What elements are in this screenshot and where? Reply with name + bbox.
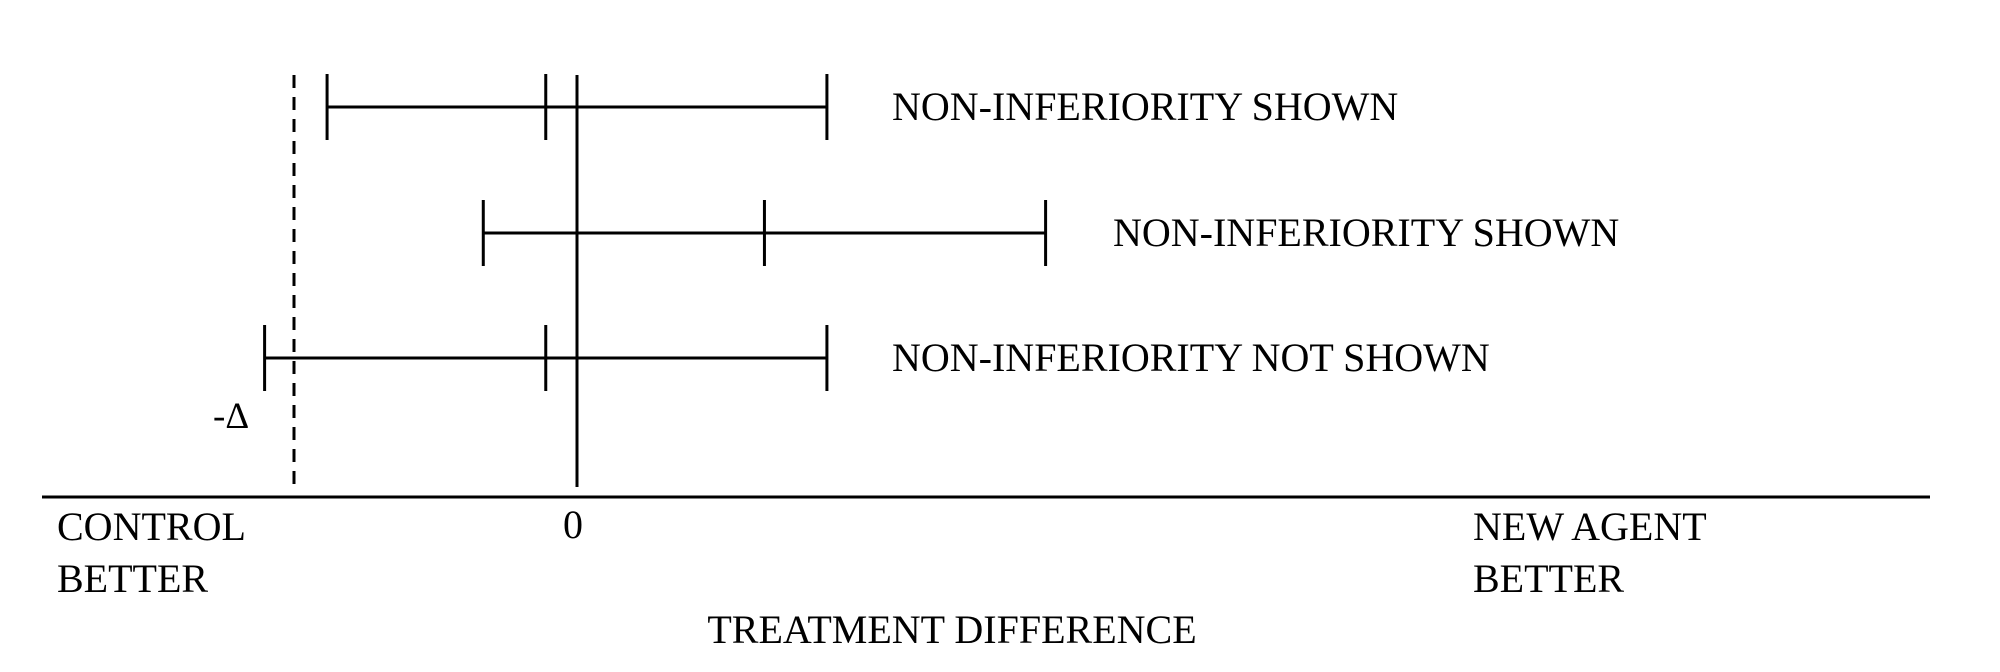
margin-label: -Δ xyxy=(213,396,249,437)
interval-label: NON-INFERIORITY NOT SHOWN xyxy=(892,335,1490,380)
interval-label: NON-INFERIORITY SHOWN xyxy=(1113,210,1619,255)
control-better-label-line1: CONTROL xyxy=(57,504,246,549)
new-agent-better-label-line2: BETTER xyxy=(1473,556,1624,601)
control-better-label-line2: BETTER xyxy=(57,556,208,601)
interval-label: NON-INFERIORITY SHOWN xyxy=(892,84,1398,129)
zero-tick-label: 0 xyxy=(563,502,583,547)
interval-group: NON-INFERIORITY SHOWN NON-INFERIORITY SHO… xyxy=(263,74,1619,391)
axis-title: TREATMENT DIFFERENCE xyxy=(707,607,1196,652)
new-agent-better-label-line1: NEW AGENT xyxy=(1473,504,1707,549)
